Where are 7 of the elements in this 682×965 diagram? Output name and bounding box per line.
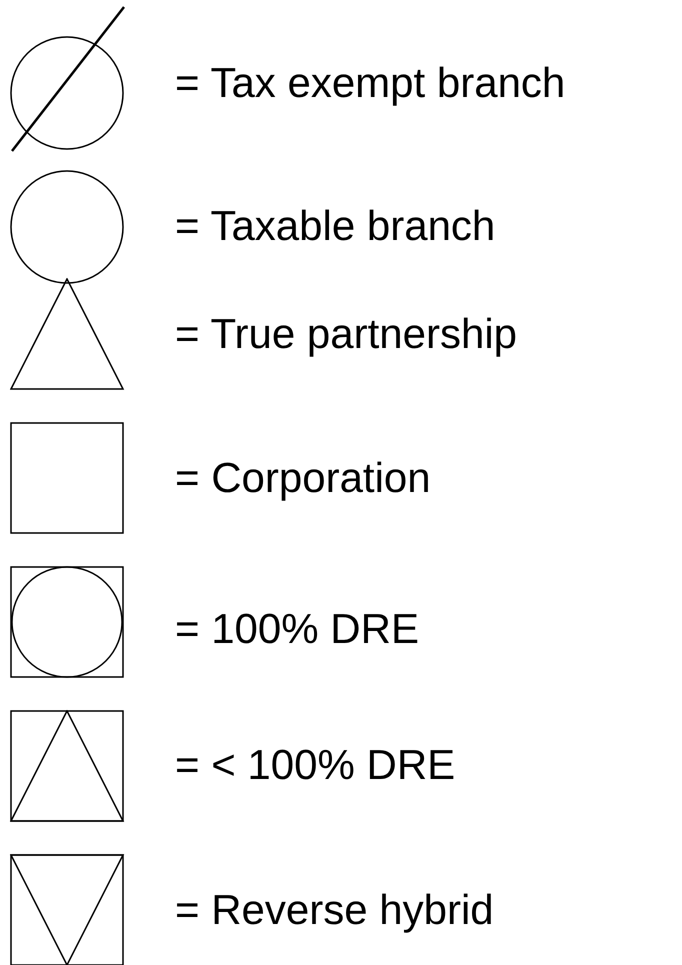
legend-label: = 100% DRE — [175, 605, 419, 653]
legend-label: = Taxable branch — [175, 202, 496, 250]
legend-label: = < 100% DRE — [175, 741, 456, 789]
legend-label: = Reverse hybrid — [175, 886, 494, 934]
legend-label: = Tax exempt branch — [175, 59, 566, 107]
legend-label: = Corporation — [175, 454, 431, 502]
legend-label: = True partnership — [175, 310, 518, 358]
